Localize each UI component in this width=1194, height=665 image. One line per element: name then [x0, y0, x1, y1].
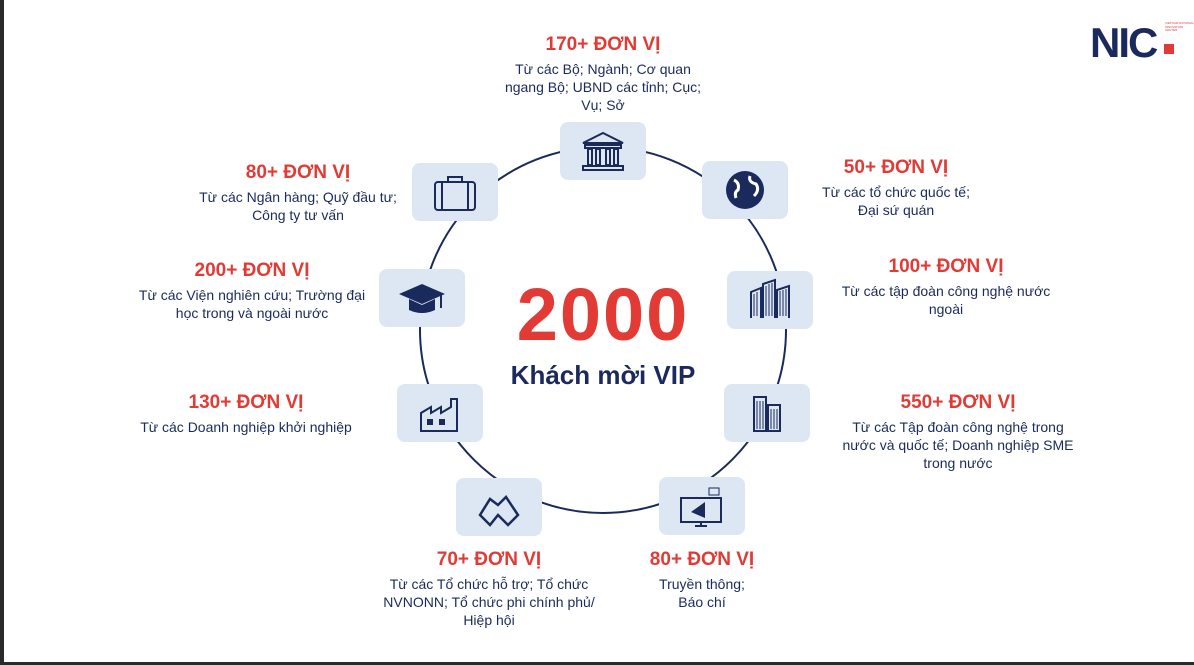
group-count: 170+ ĐƠN VỊ [545, 34, 661, 55]
total-number: 2000 [516, 273, 690, 356]
group-label: 80+ ĐƠN VỊ Truyền thông; Báo chí [650, 549, 754, 611]
group-label: 550+ ĐƠN VỊ Từ các Tập đoàn công nghệ tro… [842, 392, 1073, 472]
group-description-line: Báo chí [678, 594, 726, 610]
group-description-line: ngang Bộ; UBND các tỉnh; Cục; [504, 79, 702, 95]
icon-tile [379, 269, 465, 327]
factory-icon [420, 398, 458, 432]
group-count: 80+ ĐƠN VỊ [245, 162, 351, 183]
briefcase-icon [434, 176, 476, 211]
group-count: 70+ ĐƠN VỊ [436, 549, 542, 570]
group-label: 50+ ĐƠN VỊ Từ các tổ chức quốc tế; Đại sứ … [822, 157, 970, 219]
icon-tile [456, 478, 542, 536]
group-count: 130+ ĐƠN VỊ [188, 392, 304, 413]
bottom-edge [0, 662, 1194, 665]
group-description-line: nước và quốc tế; Doanh nghiệp SME [842, 437, 1074, 453]
group-label: 130+ ĐƠN VỊ Từ các Doanh nghiệp khởi nghi… [140, 392, 352, 436]
logo-square [1164, 44, 1174, 54]
icon-tile [659, 477, 745, 535]
logo-text: NIC [1090, 19, 1158, 66]
group-label: 200+ ĐƠN VỊ Từ các Viện nghiên cứu; Trườn… [139, 260, 365, 322]
group-count: 100+ ĐƠN VỊ [888, 256, 1004, 277]
group-label: 100+ ĐƠN VỊ Từ các tập đoàn công nghệ nướ… [842, 256, 1051, 318]
left-edge [0, 0, 4, 665]
group-description-line: Từ các Tập đoàn công nghệ trong [852, 419, 1064, 435]
group-description-line: Từ các Tổ chức hỗ trợ; Tổ chức [389, 576, 589, 592]
group-description-line: Từ các Doanh nghiệp khởi nghiệp [140, 419, 352, 435]
group-description-line: Từ các Viện nghiên cứu; Trường đại [138, 287, 366, 303]
icon-tile [727, 271, 813, 329]
group-description-line: Hiệp hội [463, 612, 515, 628]
total-label: Khách mời VIP [510, 360, 696, 390]
group-count: 50+ ĐƠN VỊ [843, 157, 949, 178]
office-buildings-icon [753, 396, 781, 432]
icon-tile [412, 163, 498, 221]
logo-tagline: VIETNAM NATIONAL INNOVATION CENTER [1165, 21, 1194, 32]
group-count: 550+ ĐƠN VỊ [900, 392, 1016, 413]
group-description-line: Truyền thông; [659, 576, 745, 592]
group-description-line: trong nước [923, 455, 993, 471]
skyscrapers-icon [750, 278, 790, 318]
group-description-line: Từ các tập đoàn công nghệ nước [841, 283, 1051, 299]
group-description-line: ngoài [928, 301, 964, 317]
icon-tile [560, 122, 646, 180]
group-description-line: Vụ; Sở [581, 97, 625, 113]
group-description-line: học trong và ngoài nước [175, 305, 329, 321]
group-description-line: NVNONN; Tổ chức phi chính phủ/ [383, 594, 595, 610]
group-count: 200+ ĐƠN VỊ [194, 260, 310, 281]
nic-logo: NIC VIETNAM NATIONAL INNOVATION CENTER [1090, 19, 1194, 66]
megaphone-monitor-icon [680, 487, 722, 527]
group-description-line: Từ các Bộ; Ngành; Cơ quan [515, 61, 691, 77]
group-label: 170+ ĐƠN VỊ Từ các Bộ; Ngành; Cơ quan ngan… [505, 34, 701, 114]
group-description-line: Từ các Ngân hàng; Quỹ đầu tư; [199, 189, 397, 205]
globe-icon [726, 171, 764, 209]
icon-tile [702, 161, 788, 219]
icon-tile [724, 384, 810, 442]
group-label: 80+ ĐƠN VỊ Từ các Ngân hàng; Quỹ đầu tư; C… [199, 162, 397, 224]
group-description-line: Từ các tổ chức quốc tế; [822, 184, 970, 200]
handshake-icon [478, 495, 520, 527]
group-count: 80+ ĐƠN VỊ [649, 549, 755, 570]
government-building-icon [582, 131, 624, 171]
icon-tile [397, 384, 483, 442]
group-description-line: Công ty tư vấn [252, 207, 344, 223]
group-description-line: Đại sứ quán [857, 202, 935, 218]
group-label: 70+ ĐƠN VỊ Từ các Tổ chức hỗ trợ; Tổ chức… [383, 549, 594, 629]
graduation-cap-icon [399, 284, 445, 313]
